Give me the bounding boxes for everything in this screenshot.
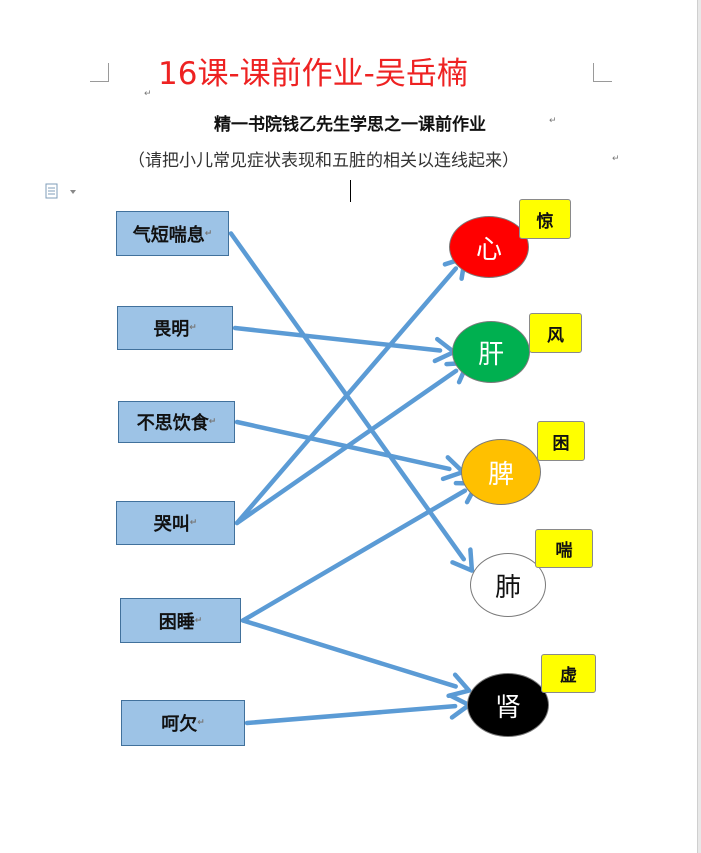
paragraph-mark: ↵ (144, 89, 152, 99)
organ-circle-1: 心 (449, 216, 529, 278)
symptom-label: 不思饮食 (136, 413, 209, 434)
organ-label: 肾 (494, 692, 521, 723)
organ-label: 心 (475, 234, 502, 265)
paragraph-mark: ↵ (208, 417, 217, 427)
symptom-box-1: 气短喘息↵ (116, 211, 229, 256)
symptom-label: 呵欠 (161, 714, 198, 735)
connector-arrow-8 (244, 693, 472, 726)
connector-arrow-4 (234, 255, 468, 526)
tag-label: 惊 (536, 211, 554, 232)
tag-label: 虚 (560, 666, 577, 686)
organ-tag-2: 风 (529, 313, 582, 353)
instruction-text: （请把小儿常见症状表现和五脏的相关以连线起来） (128, 151, 519, 171)
connector-arrow-2 (232, 325, 457, 364)
organ-circle-3: 脾 (461, 439, 541, 505)
paragraph-mark: ↵ (194, 615, 203, 626)
organ-tag-3: 困 (537, 421, 585, 461)
tag-label: 困 (552, 433, 570, 454)
organ-label: 肺 (494, 572, 521, 603)
connector-arrow-1 (228, 231, 475, 573)
connector-arrow-3 (234, 419, 466, 482)
symptom-label: 困睡 (158, 611, 195, 633)
symptom-box-4: 哭叫↵ (116, 501, 235, 545)
organ-tag-1: 惊 (519, 199, 571, 239)
symptom-box-2: 畏明↵ (117, 306, 233, 350)
symptom-box-3: 不思饮食↵ (118, 401, 235, 443)
organ-circle-4: 肺 (470, 553, 546, 617)
paragraph-mark: ↵ (204, 228, 213, 239)
connector-arrow-5 (234, 360, 470, 526)
document-title: 16课-课前作业-吴岳楠 (158, 56, 468, 92)
connector-arrow-7 (240, 618, 472, 699)
symptom-label: 哭叫 (153, 514, 190, 535)
margin-corner-left (90, 63, 109, 82)
symptom-label: 畏明 (153, 319, 190, 340)
tag-label: 风 (547, 325, 564, 346)
paste-options-icon[interactable] (44, 183, 78, 201)
organ-tag-5: 虚 (541, 654, 596, 693)
paragraph-mark: ↵ (612, 154, 620, 164)
organ-label: 脾 (487, 459, 514, 490)
tag-label: 喘 (555, 541, 573, 561)
organ-tag-4: 喘 (535, 529, 593, 568)
margin-corner-right (593, 63, 612, 82)
symptom-box-5: 困睡↵ (120, 598, 241, 643)
paragraph-mark: ↵ (189, 518, 198, 528)
paragraph-mark: ↵ (189, 323, 197, 333)
document-subtitle: 精一书院钱乙先生学思之一课前作业 (214, 115, 486, 135)
organ-circle-2: 肝 (452, 321, 530, 383)
text-cursor (350, 180, 351, 202)
symptom-label: 气短喘息 (132, 224, 205, 246)
connector-arrow-6 (240, 480, 480, 623)
organ-label: 肝 (477, 339, 504, 370)
paragraph-mark: ↵ (197, 718, 205, 728)
organ-circle-5: 肾 (467, 673, 549, 737)
symptom-box-6: 呵欠↵ (121, 700, 245, 746)
paragraph-mark: ↵ (549, 116, 557, 126)
